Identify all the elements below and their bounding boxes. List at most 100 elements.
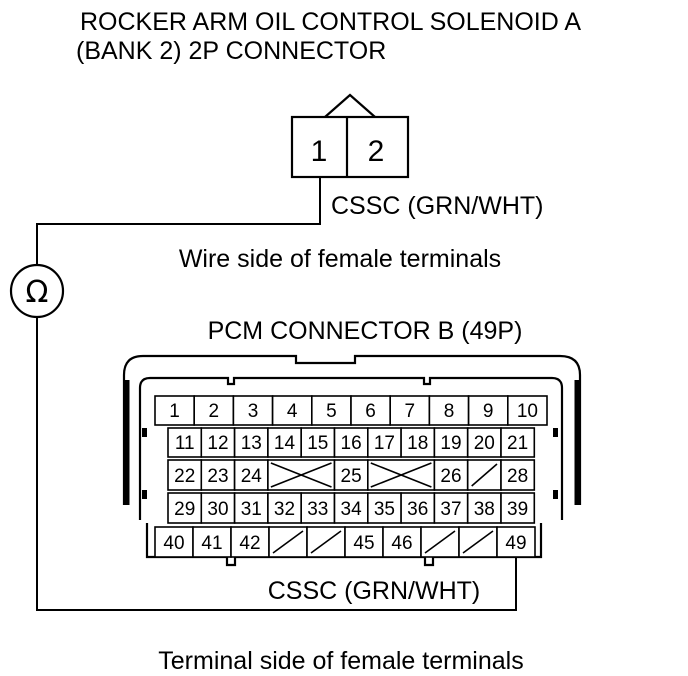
- pin-number-9: 9: [483, 401, 494, 422]
- pin-number-2: 2: [209, 401, 220, 422]
- pcm-side-caption: Terminal side of female terminals: [158, 647, 523, 675]
- pin-number-13: 13: [241, 433, 262, 454]
- pin-number-28: 28: [507, 466, 528, 487]
- pin-cell: [167, 427, 203, 458]
- pcm-wire-label: CSSC (GRN/WHT): [268, 577, 480, 605]
- pin-number-36: 36: [407, 499, 428, 520]
- pin-number-45: 45: [353, 533, 374, 554]
- pin-number-6: 6: [365, 401, 376, 422]
- pin-number-11: 11: [175, 433, 195, 454]
- connector-key-tab: [324, 93, 376, 118]
- pin-number-35: 35: [374, 499, 395, 520]
- solenoid-pin-1: 1: [311, 135, 328, 168]
- pin-cell: [232, 395, 274, 426]
- empty-cavity-mark: [462, 530, 494, 554]
- pin-number-18: 18: [407, 433, 428, 454]
- pin-number-25: 25: [341, 466, 362, 487]
- pin-cell: [500, 459, 536, 491]
- test-lead-bottom: [36, 317, 517, 611]
- pin-cell: [496, 526, 536, 558]
- pin-number-49: 49: [505, 533, 526, 554]
- pin-cell: [233, 427, 269, 458]
- pin-number-17: 17: [374, 433, 395, 454]
- pin-number-23: 23: [207, 466, 228, 487]
- ohmmeter-icon: [9, 263, 65, 319]
- pin-cell: [167, 492, 203, 524]
- pin-number-37: 37: [440, 499, 461, 520]
- pin-number-20: 20: [474, 433, 495, 454]
- connector-housing: [290, 115, 410, 179]
- pin-number-8: 8: [444, 401, 455, 422]
- pin-cell: [333, 459, 369, 491]
- pin-cell: [267, 492, 302, 524]
- pin-number-10: 10: [517, 401, 538, 422]
- pin-cell: [500, 492, 536, 524]
- ohmmeter: Ω: [9, 263, 65, 319]
- pin-number-22: 22: [174, 466, 195, 487]
- title-line-1: ROCKER ARM OIL CONTROL SOLENOID A: [80, 8, 581, 36]
- blocked-cavity-mark: [370, 462, 432, 488]
- pin-number-1: 1: [169, 401, 180, 422]
- pin-number-40: 40: [163, 533, 184, 554]
- pin-cell: [310, 395, 352, 426]
- pin-cell: [200, 459, 236, 491]
- solenoid-side-caption: Wire side of female terminals: [179, 245, 501, 273]
- pin-number-33: 33: [307, 499, 328, 520]
- pin-number-15: 15: [307, 433, 328, 454]
- pin-cell: [389, 395, 431, 426]
- pin-number-26: 26: [440, 466, 461, 487]
- blocked-cavity-mark: [270, 462, 332, 488]
- connector-inner-housing: [138, 376, 564, 520]
- pin-cell: [344, 526, 384, 558]
- pcm-connector-title: PCM CONNECTOR B (49P): [208, 317, 523, 345]
- pin-number-38: 38: [474, 499, 495, 520]
- pin-number-41: 41: [201, 533, 222, 554]
- connector-shroud: [122, 354, 582, 505]
- pin-cell: [200, 492, 236, 524]
- ohm-symbol: Ω: [26, 275, 49, 310]
- pin-number-46: 46: [391, 533, 412, 554]
- pin-cell: [366, 492, 402, 524]
- solenoid-2p-connector: 1 2: [290, 93, 410, 179]
- pin-cell: [271, 395, 313, 426]
- pin-number-3: 3: [248, 401, 259, 422]
- pin-number-30: 30: [207, 499, 228, 520]
- title-line-2: (BANK 2) 2P CONNECTOR: [76, 37, 386, 65]
- pin-number-21: 21: [507, 433, 528, 454]
- pin-cell: [167, 459, 203, 491]
- pin-cell: [400, 427, 436, 458]
- pin-number-16: 16: [341, 433, 362, 454]
- pin-cell: [467, 395, 509, 426]
- pin-number-29: 29: [174, 499, 195, 520]
- pin-cell: [300, 492, 336, 524]
- pin-number-31: 31: [241, 499, 262, 520]
- pin-number-32: 32: [274, 499, 295, 520]
- pin-cell: [333, 427, 369, 458]
- pin-number-14: 14: [274, 433, 296, 454]
- pin-cell: [233, 492, 269, 524]
- pin-number-7: 7: [405, 401, 416, 422]
- pin-cell: [433, 459, 469, 491]
- pin-number-24: 24: [241, 466, 263, 487]
- pin-number-34: 34: [341, 499, 363, 520]
- pin-number-12: 12: [207, 433, 228, 454]
- pin-number-42: 42: [239, 533, 260, 554]
- pin-number-4: 4: [287, 401, 298, 422]
- pin-cell: [506, 395, 548, 426]
- pin-cell: [193, 395, 235, 426]
- solenoid-wire-label: CSSC (GRN/WHT): [331, 192, 543, 220]
- solenoid-pin-2: 2: [368, 135, 385, 168]
- pin-number-19: 19: [440, 433, 461, 454]
- test-lead-top: [36, 177, 321, 265]
- empty-cavity-mark: [310, 530, 342, 554]
- empty-cavity-mark: [424, 530, 456, 554]
- pin-cell: [500, 427, 536, 458]
- pin-cell: [230, 526, 270, 558]
- empty-cavity-mark: [272, 530, 304, 554]
- pin-number-39: 39: [507, 499, 528, 520]
- empty-cavity-mark: [471, 463, 498, 487]
- pin-cell: [350, 395, 392, 426]
